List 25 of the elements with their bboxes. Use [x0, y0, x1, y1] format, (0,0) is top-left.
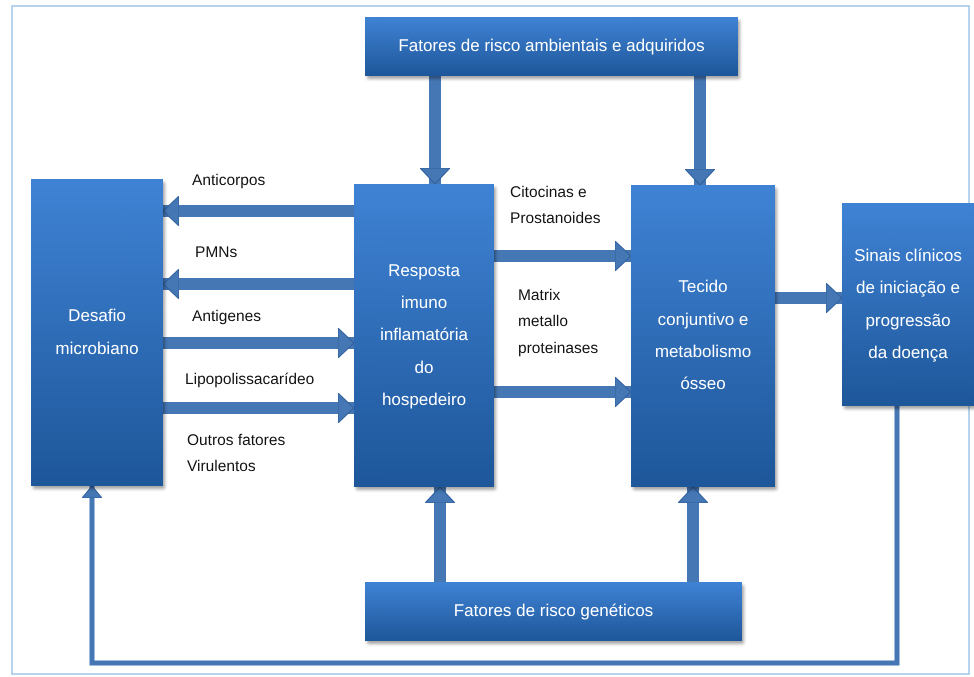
arrow: [162, 196, 354, 226]
arrow: [424, 486, 456, 582]
process-box: Tecido conjuntivo e metabolismo ósseo: [631, 185, 775, 487]
edge-label: Citocinas e Prostanoides: [510, 183, 602, 230]
edge-label: Matrix metallo proteinases: [518, 286, 600, 359]
arrow: [775, 282, 842, 314]
arrow: [163, 328, 354, 358]
process-box: Fatores de risco ambientais e adquiridos: [365, 17, 738, 76]
arrow: [82, 406, 900, 666]
arrow: [162, 268, 354, 300]
arrow: [494, 376, 632, 408]
arrow: [420, 76, 450, 184]
arrow: [494, 240, 632, 272]
arrow: [678, 486, 708, 582]
edge-label: PMNs: [195, 243, 238, 263]
arrow: [163, 392, 354, 424]
note-text: Outros fatores Virulentos: [187, 431, 286, 478]
process-box: Sinais clínicos de iniciação e progressão da doença: [842, 203, 974, 406]
edge-label: Antigenes: [192, 307, 261, 327]
edge-label: Lipopolissacarídeo: [185, 370, 314, 390]
process-box: Fatores de risco genéticos: [365, 582, 742, 641]
process-box: Desafio microbiano: [31, 179, 163, 486]
arrow: [684, 76, 716, 186]
process-box: Resposta imuno inflamatória do hospedeiro: [354, 184, 494, 487]
edge-label: Anticorpos: [192, 171, 266, 191]
